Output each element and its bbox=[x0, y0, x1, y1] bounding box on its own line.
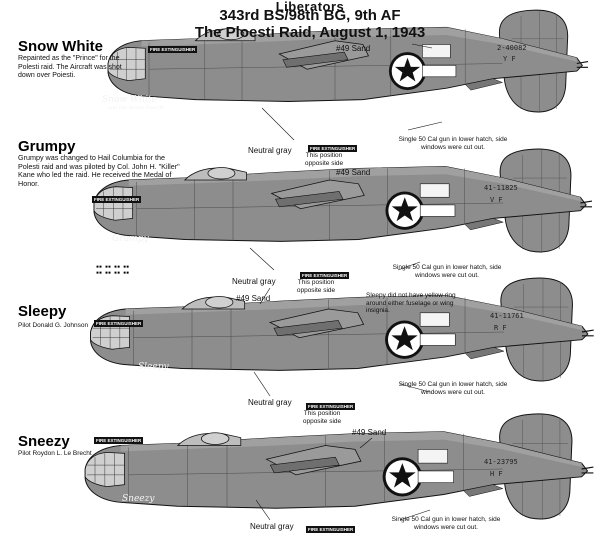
description-sleepy: Pilot Donald G. Johnson bbox=[18, 322, 89, 329]
tail-letters-sleepy: R F bbox=[494, 324, 507, 332]
kill-markings: ▪▪ ▪▪ ▪▪ ▪▪▪▪ ▪▪ ▪▪ ▪▪ bbox=[96, 264, 130, 276]
fire-tag-sneezy: FIRE EXTINGUISHER bbox=[94, 437, 144, 444]
header-line-2: 343rd BS/98th BG, 9th AF bbox=[219, 7, 401, 24]
insignia-note-sleepy: Sleepy did not have yellow ring around e… bbox=[366, 292, 456, 314]
neutral-label-grumpy: Neutral gray bbox=[232, 277, 276, 286]
sand-label-snow-white: #49 Sand bbox=[336, 44, 371, 53]
tail-letters-snow-white: Y F bbox=[503, 55, 516, 63]
description-grumpy: Grumpy was changed to Hail Columbia for … bbox=[18, 153, 180, 188]
fire-tag-2-snow-white: FIRE EXTINGUISHER bbox=[308, 145, 358, 152]
position-note-snow-white: This position opposite side bbox=[304, 152, 344, 167]
nose-art-sneezy: Sneezy bbox=[122, 494, 155, 504]
neutral-label-sneezy: Neutral gray bbox=[250, 522, 294, 531]
position-note-grumpy: This position opposite side bbox=[296, 279, 336, 294]
serial-grumpy: 41-11825 bbox=[484, 184, 518, 192]
nose-art-sub-snow-white: and the Seven Dwarfs bbox=[108, 105, 164, 111]
fire-tag-2-sneezy: FIRE EXTINGUISHER bbox=[306, 526, 356, 533]
tail-letters-grumpy: V F bbox=[490, 196, 503, 204]
description-snow-white: Repainted as the "Prince" for the Polest… bbox=[18, 55, 122, 79]
aircraft-name-sneezy: Sneezy bbox=[18, 433, 70, 450]
fire-tag-2-grumpy: FIRE EXTINGUISHER bbox=[300, 272, 350, 279]
gun-note-snow-white: Single 50 Cal gun in lower hatch, side w… bbox=[398, 136, 508, 151]
aircraft-name-snow-white: Snow White bbox=[18, 38, 103, 55]
sand-label-sneezy: #49 Sand bbox=[352, 428, 387, 437]
gun-note-sneezy: Single 50 Cal gun in lower hatch, side w… bbox=[391, 516, 501, 531]
nose-art-snow-white: Snow White bbox=[102, 95, 157, 105]
sand-label-sleepy: #49 Sand bbox=[236, 294, 271, 303]
gun-note-sleepy: Single 50 Cal gun in lower hatch, side w… bbox=[398, 381, 508, 396]
serial-sneezy: 41-23795 bbox=[484, 458, 518, 466]
fire-tag-grumpy: FIRE EXTINGUISHER bbox=[92, 196, 142, 203]
aircraft-name-grumpy: Grumpy bbox=[18, 138, 76, 155]
nose-art-sleepy: Sleepy bbox=[138, 362, 169, 372]
nose-art-grumpy: Grumpy bbox=[112, 234, 149, 244]
header-line-1: Liberators bbox=[275, 0, 345, 14]
header-line-3: The Ploesti Raid, August 1, 1943 bbox=[194, 24, 426, 41]
fire-tag-sleepy: FIRE EXTINGUISHER bbox=[94, 320, 144, 327]
serial-sleepy: 41-11761 bbox=[490, 312, 524, 320]
aircraft-name-sleepy: Sleepy bbox=[18, 303, 67, 320]
position-note-sleepy: This position opposite side bbox=[302, 410, 342, 425]
serial-snow-white: 2-40082 bbox=[497, 44, 527, 52]
sand-label-grumpy: #49 Sand bbox=[336, 168, 371, 177]
tail-letters-sneezy: H F bbox=[490, 470, 503, 478]
fire-tag-snow-white: FIRE EXTINGUISHER bbox=[148, 46, 198, 53]
gun-note-grumpy: Single 50 Cal gun in lower hatch, side w… bbox=[392, 264, 502, 279]
fire-tag-2-sleepy: FIRE EXTINGUISHER bbox=[306, 403, 356, 410]
neutral-label-sleepy: Neutral gray bbox=[248, 398, 292, 407]
neutral-label-snow-white: Neutral gray bbox=[248, 146, 292, 155]
description-sneezy: Pilot Roydon L. Le Brecht bbox=[18, 450, 92, 457]
